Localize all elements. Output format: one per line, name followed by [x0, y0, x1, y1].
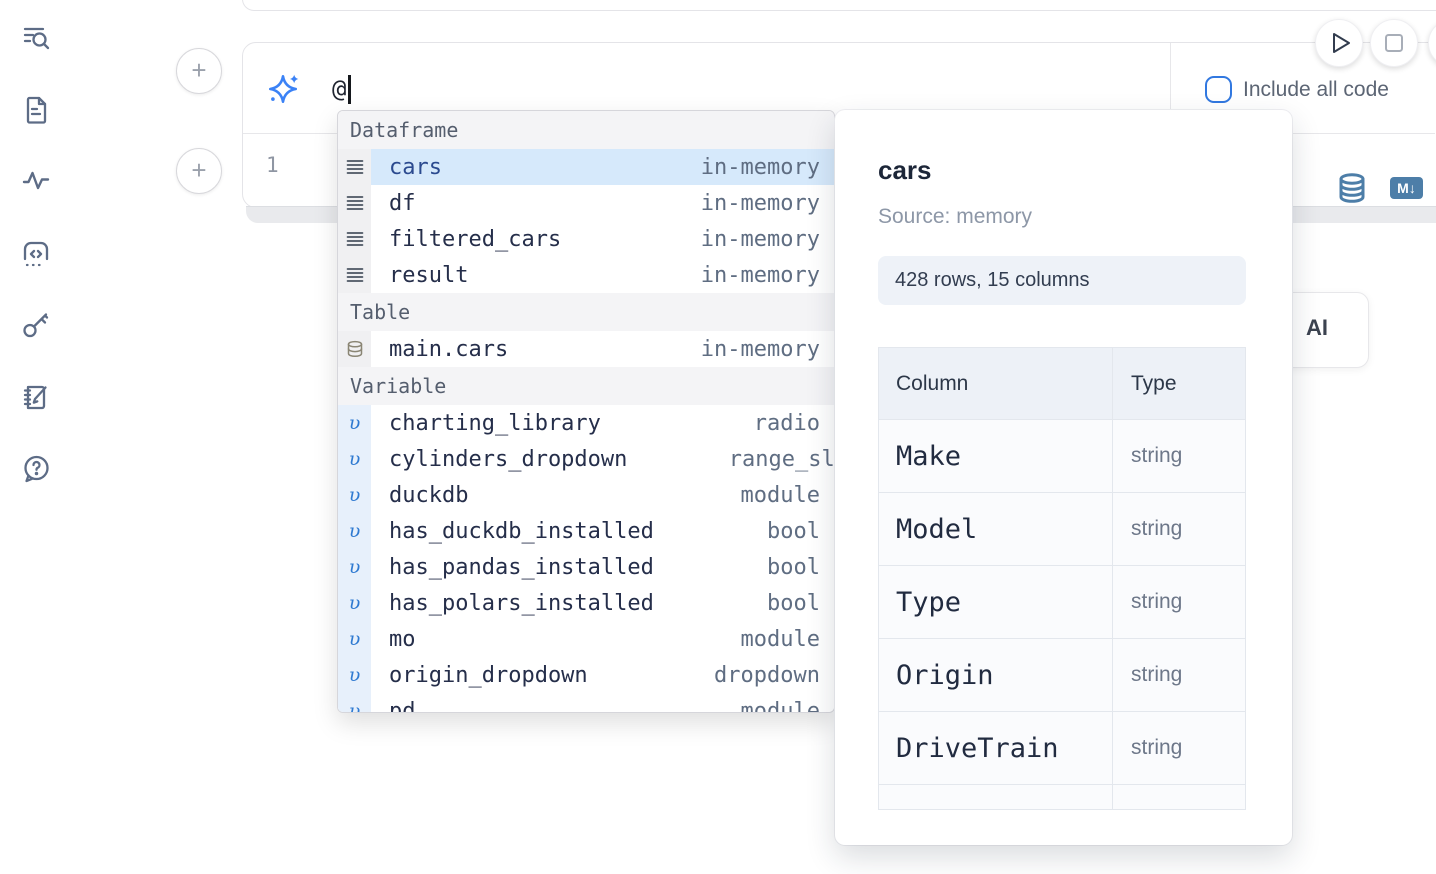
autocomplete-item-has-duckdb-installed[interactable]: υ has_duckdb_installed bool [338, 513, 834, 549]
autocomplete-item-duckdb[interactable]: υ duckdb module [338, 477, 834, 513]
schema-header-column: Column [879, 348, 1113, 419]
variable-icon: υ [338, 693, 371, 712]
autocomplete-section-table: Table [338, 293, 834, 331]
variable-icon: υ [338, 441, 371, 477]
sparkles-icon [266, 72, 300, 106]
sidebar-item-activity[interactable] [20, 166, 52, 198]
sidebar-item-keys[interactable] [20, 309, 52, 341]
autocomplete-item-filtered-cars[interactable]: filtered_cars in-memory [338, 221, 834, 257]
autocomplete-item-df[interactable]: df in-memory [338, 185, 834, 221]
sidebar-item-scratchpad[interactable] [20, 381, 52, 413]
preview-shape-badge: 428 rows, 15 columns [878, 256, 1246, 305]
prompt-options-divider [1170, 43, 1171, 133]
autocomplete-item-result[interactable]: result in-memory [338, 257, 834, 293]
variable-icon: υ [338, 405, 371, 441]
include-all-code-label: Include all code [1243, 78, 1389, 101]
autocomplete-item-mo[interactable]: υ mo module [338, 621, 834, 657]
autocomplete-item-cylinders-dropdown[interactable]: υ cylinders_dropdown range_sli [338, 441, 834, 477]
key-icon [20, 309, 52, 341]
scratchpad-icon [20, 381, 52, 413]
autocomplete-item-origin-dropdown[interactable]: υ origin_dropdown dropdown [338, 657, 834, 693]
autocomplete-dropdown: Dataframe cars in-memory df in-memory fi… [337, 110, 835, 713]
variable-icon: υ [338, 657, 371, 693]
autocomplete-section-dataframe: Dataframe [338, 111, 834, 149]
line-number: 1 [266, 153, 279, 177]
activity-icon [20, 166, 52, 198]
run-cell-button[interactable] [1315, 19, 1363, 67]
dataframe-preview-panel: cars Source: memory 428 rows, 15 columns… [835, 110, 1292, 845]
variable-icon: υ [338, 549, 371, 585]
dataframe-icon [338, 257, 371, 293]
ai-prompt-value: @ [332, 75, 347, 103]
stop-cell-button[interactable] [1370, 19, 1418, 67]
sidebar-item-search[interactable] [20, 22, 52, 54]
generate-ai-label: AI [1306, 315, 1328, 340]
schema-row-make: Make string [879, 420, 1245, 493]
schema-row-origin: Origin string [879, 639, 1245, 712]
include-all-code-checkbox[interactable] [1205, 76, 1232, 103]
sidebar-item-files[interactable] [20, 94, 52, 126]
preview-schema-table: Column Type Make string Model string Typ… [878, 347, 1246, 810]
schema-row-type: Type string [879, 566, 1245, 639]
file-icon [20, 94, 52, 126]
dataframe-icon [338, 185, 371, 221]
autocomplete-item-has-polars-installed[interactable]: υ has_polars_installed bool [338, 585, 834, 621]
schema-row-drivetrain: DriveTrain string [879, 712, 1245, 785]
table-database-icon [338, 331, 371, 367]
play-icon [1315, 19, 1363, 67]
schema-header-type: Type [1131, 371, 1177, 395]
add-cell-above-button[interactable]: + [176, 48, 222, 94]
code-cell-icon [20, 238, 52, 270]
preview-title: cars [878, 155, 932, 185]
preview-source: Source: memory [878, 205, 1033, 228]
help-icon [20, 453, 52, 485]
dataframe-icon [338, 149, 371, 185]
autocomplete-item-has-pandas-installed[interactable]: υ has_pandas_installed bool [338, 549, 834, 585]
search-text-icon [20, 22, 52, 54]
add-cell-below-button[interactable]: + [176, 148, 222, 194]
stop-icon [1370, 19, 1418, 67]
autocomplete-item-pd[interactable]: υ pd module [338, 693, 834, 712]
database-icon [1336, 172, 1368, 204]
ai-prompt-input[interactable]: @ [332, 72, 351, 106]
autocomplete-item-main-cars[interactable]: main.cars in-memory [338, 331, 834, 367]
sidebar-item-snippets[interactable] [20, 238, 52, 270]
autocomplete-item-cars[interactable]: cars in-memory [338, 149, 834, 185]
variable-icon: υ [338, 585, 371, 621]
dataframe-icon [338, 221, 371, 257]
autocomplete-section-variable: Variable [338, 367, 834, 405]
sidebar-item-help[interactable] [20, 453, 52, 485]
previous-cell-fragment [242, 0, 1436, 11]
text-caret [348, 74, 351, 104]
schema-header-row: Column Type [879, 348, 1245, 420]
schema-row-model: Model string [879, 493, 1245, 566]
autocomplete-item-charting-library[interactable]: υ charting_library radio [338, 405, 834, 441]
datasource-button[interactable] [1336, 172, 1368, 204]
variable-icon: υ [338, 513, 371, 549]
markdown-badge[interactable]: M↓ [1390, 177, 1423, 199]
variable-icon: υ [338, 621, 371, 657]
variable-icon: υ [338, 477, 371, 513]
schema-row-partial [879, 785, 1245, 809]
